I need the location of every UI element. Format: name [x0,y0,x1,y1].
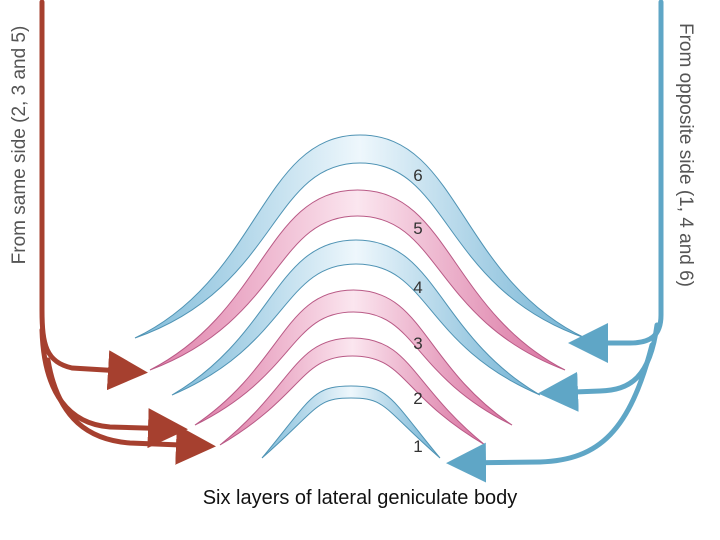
diagram-caption: Six layers of lateral geniculate body [0,487,720,510]
layer-number-6: 6 [413,166,422,185]
same-side-label: From same side (2, 3 and 5) [9,26,31,265]
layer-number-2: 2 [413,389,422,408]
same-side-trunk [42,2,138,372]
layer-number-3: 3 [413,334,422,353]
same-side-fibres [42,2,206,446]
layer-number-4: 4 [413,278,422,297]
opposite-side-fibres [456,2,661,463]
same-side-fibre-layer3 [42,330,178,429]
layer-number-5: 5 [413,219,422,238]
opposite-side-label: From opposite side (1, 4 and 6) [674,23,696,287]
opposite-side-trunk [578,2,661,343]
layer-number-1: 1 [413,437,422,456]
